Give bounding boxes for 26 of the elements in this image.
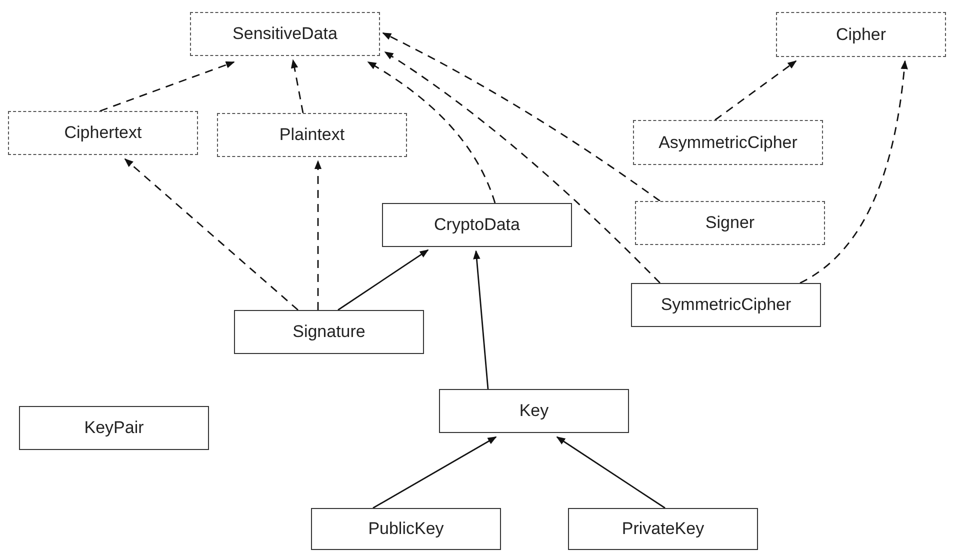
- abstract-class-box: Signer: [635, 201, 825, 245]
- dashed-arrow: [290, 59, 304, 114]
- dashed-arrow: [100, 61, 235, 112]
- class-box: PrivateKey: [568, 508, 758, 550]
- abstract-class-box: Plaintext: [217, 113, 407, 157]
- class-box: Key: [439, 389, 629, 433]
- arrow: [556, 436, 666, 509]
- dashed-arrow: [382, 32, 660, 202]
- abstract-class-box: SensitiveData: [190, 12, 380, 56]
- class-box: PublicKey: [311, 508, 501, 550]
- dashed-arrow: [124, 158, 298, 311]
- dashed-arrow: [800, 60, 908, 284]
- arrow: [473, 250, 489, 390]
- abstract-class-box: Ciphertext: [8, 111, 198, 155]
- dashed-arrow: [367, 61, 496, 204]
- dashed-arrow: [384, 51, 660, 284]
- class-box: CryptoData: [382, 203, 572, 247]
- dashed-arrow: [314, 160, 322, 310]
- abstract-class-box: Cipher: [776, 12, 946, 57]
- class-box: Signature: [234, 310, 424, 354]
- abstract-class-box: AsymmetricCipher: [633, 120, 823, 165]
- dashed-arrow: [714, 60, 797, 121]
- arrow: [338, 249, 429, 311]
- arrow: [372, 436, 497, 509]
- class-box: KeyPair: [19, 406, 209, 450]
- class-box: SymmetricCipher: [631, 283, 821, 327]
